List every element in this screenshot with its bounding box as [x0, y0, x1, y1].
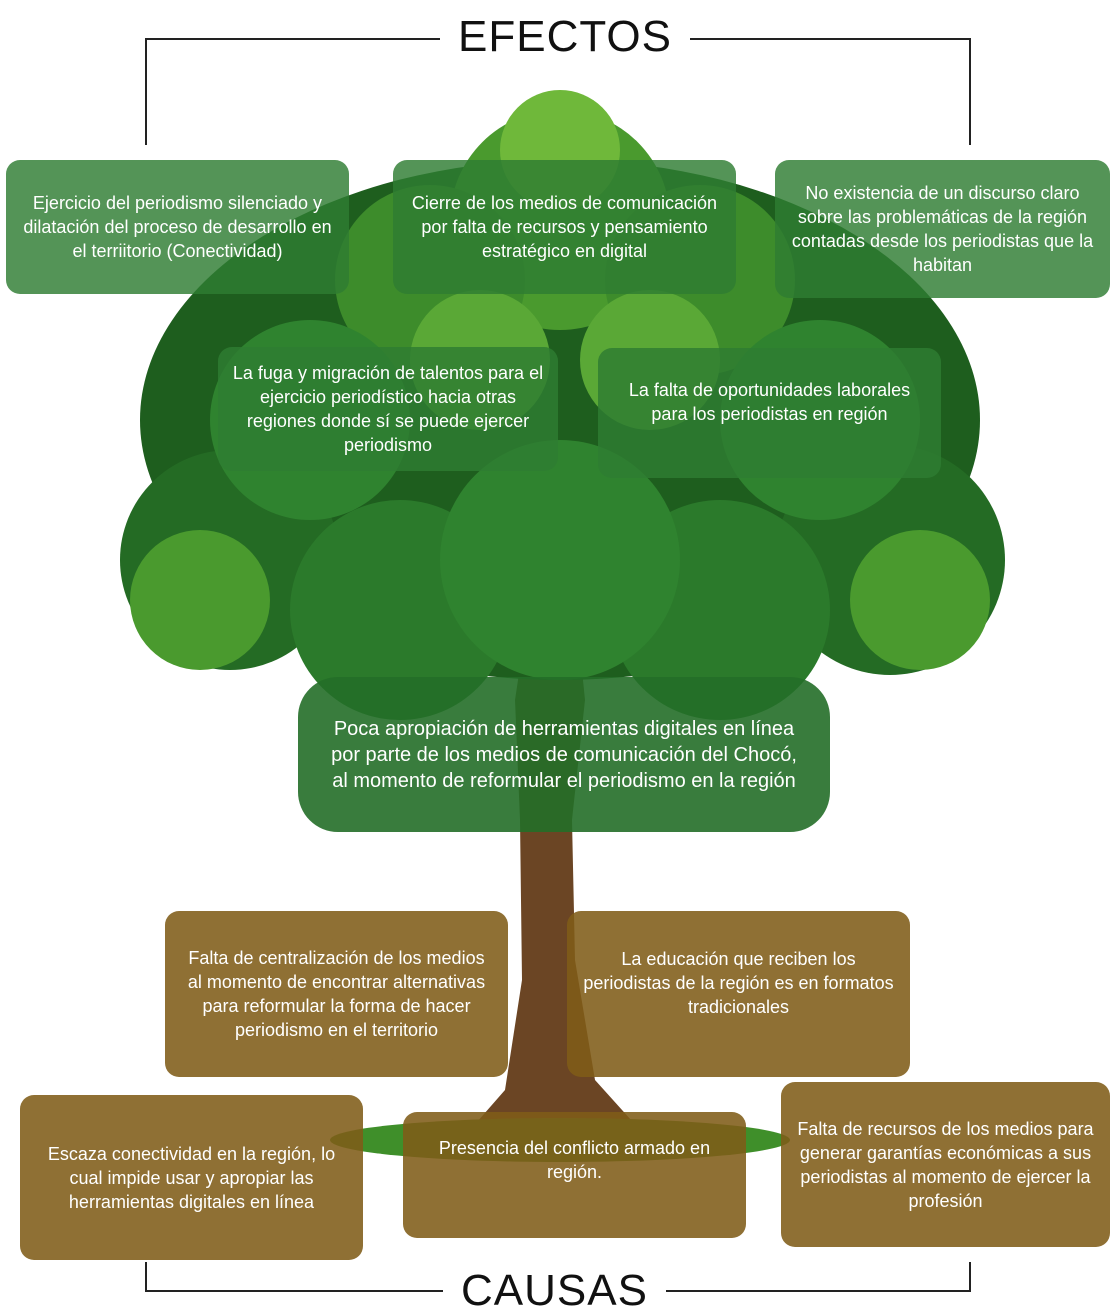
effect-box-3: No existencia de un discurso claro sobre…: [775, 160, 1110, 298]
effect-box-1: Ejercicio del periodismo silenciado y di…: [6, 160, 349, 294]
causes-heading: CAUSAS: [443, 1266, 666, 1316]
cause-box-4: Presencia del conflicto armado en región…: [403, 1112, 746, 1238]
effect-box-2: Cierre de los medios de comunicación por…: [393, 160, 736, 294]
tree-trunk: [470, 600, 640, 1130]
cause-box-3: Escaza conectividad en la región, lo cua…: [20, 1095, 363, 1260]
tree-foliage: [120, 90, 1005, 720]
core-problem-box: Poca apropiación de herramientas digital…: [298, 677, 830, 832]
effect-box-5: La falta de oportunidades laborales para…: [598, 348, 941, 478]
effect-box-4: La fuga y migración de talentos para el …: [218, 347, 558, 471]
effects-heading: EFECTOS: [440, 12, 691, 62]
cause-box-2: La educación que reciben los periodistas…: [567, 911, 910, 1077]
cause-box-5: Falta de recursos de los medios para gen…: [781, 1082, 1110, 1247]
cause-box-1: Falta de centralización de los medios al…: [165, 911, 508, 1077]
